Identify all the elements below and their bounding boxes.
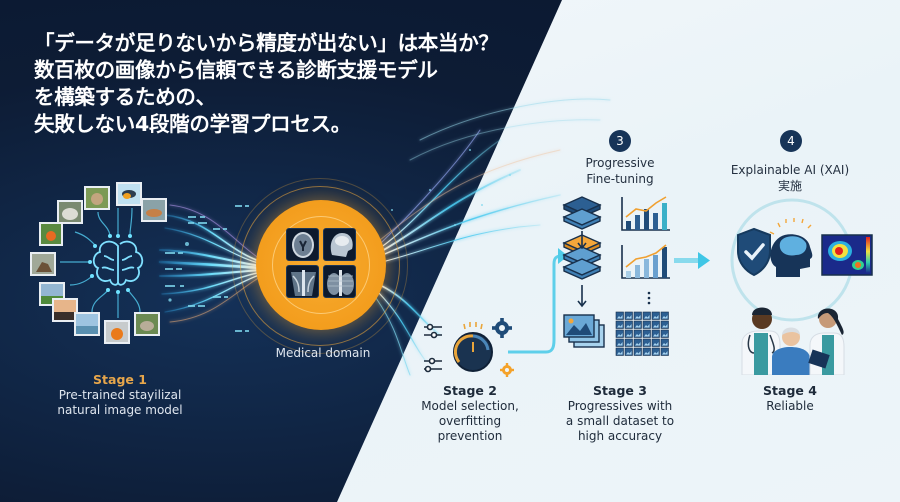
brain-ct-icon [286,228,319,261]
stage-3-label: Stage 3 [593,383,647,398]
stage-2-label: Stage 2 [443,383,497,398]
stage-4-label: Stage 4 [763,383,817,398]
heatmap-icon [821,234,873,276]
stage2-to-stage3-arrow [508,248,568,354]
stage-1-description: Pre-trained stayilizal natural image mod… [57,388,183,417]
headline-line-4: 失敗しない4段階の学習プロセス。 [34,112,351,136]
brain-circuit-icon [92,240,144,286]
dial-knob-icon [453,322,493,372]
stage3-to-stage4-arrow [674,252,710,269]
layer-stack-icon [562,196,602,280]
medical-outer-ring-2 [232,178,408,354]
gear-icon [492,318,512,338]
natural-image-thumbnails [30,182,167,344]
image-stack-icon [563,314,605,348]
headline-line-3: を構築するための、 [34,85,216,109]
stage-1-label: Stage 1 [93,372,147,387]
small-gear-icon [500,363,514,377]
stage-4-description: Reliable [766,399,814,413]
stage-4-title: Explainable AI (XAI) 実施 [730,163,850,193]
spine-xray-icon [286,265,319,298]
headline-line-2: 数百枚の画像から信頼できる診断支援モデル [34,58,438,82]
head-mri-icon [323,228,356,261]
bar-chart-growth-icon [621,196,670,279]
chest-xray-icon [323,265,356,298]
doctors-patient-illustration [741,307,845,375]
stage-4-number-badge: 4 [780,130,802,152]
shield-check-icon [737,227,771,277]
slider-icon [424,323,442,373]
head-brain-icon [769,218,813,277]
image-grid-icon [615,311,669,356]
stage-2-description: Model selection, overfitting prevention [421,399,519,443]
stage-3-description: Progressives with a small dataset to hig… [565,399,675,443]
stage-4-icons [730,198,873,375]
stage-3-number-badge: 3 [609,130,631,152]
headline-line-1: 「データが足りないから精度が出ない」は本当か？ [34,31,499,55]
stage-3-icons [562,196,670,356]
medical-domain-label: Medical domain [275,346,371,360]
medical-domain-circle [256,200,386,330]
headline: 「データが足りないから精度が出ない」は本当か？ 数百枚の画像から信頼できる診断支… [34,30,499,138]
stage-2-icons [424,318,514,377]
stage-3-title: Progressive Fine-tuning [585,156,655,186]
